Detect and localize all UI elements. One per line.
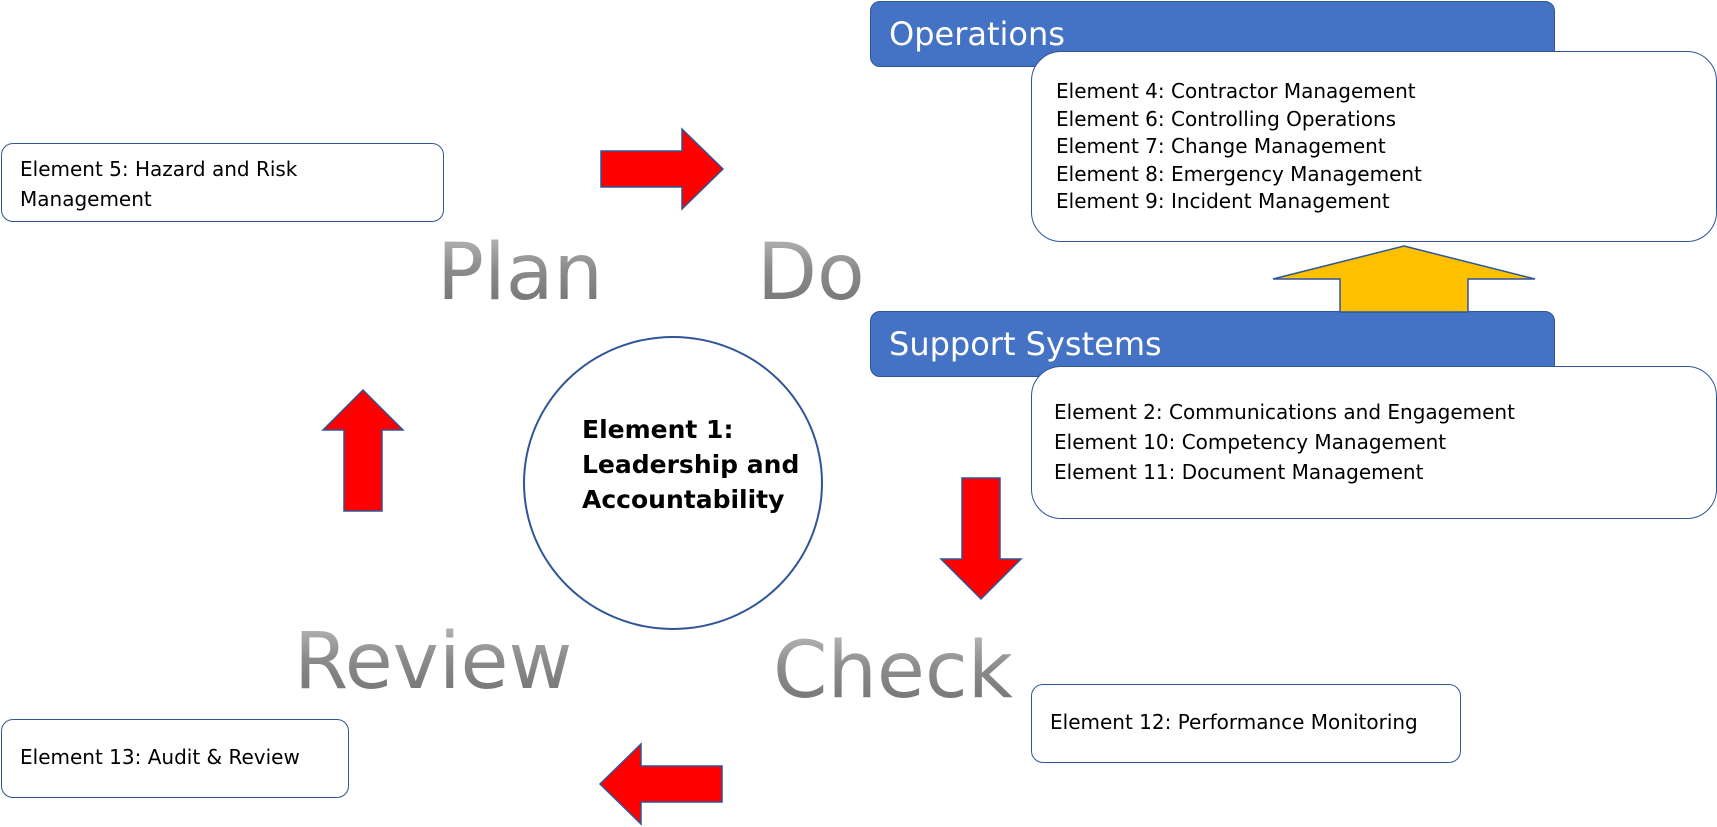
arrow-down-shape	[939, 477, 1023, 601]
arrow-up-icon	[321, 388, 405, 512]
support-item: Element 10: Competency Management	[1054, 430, 1447, 454]
arrow-left-icon	[598, 742, 723, 826]
operations-item: Element 7: Change Management	[1056, 134, 1386, 158]
hazard-risk-box: Element 5: Hazard and Risk Management	[1, 143, 444, 222]
audit-review-label: Element 13: Audit & Review	[20, 745, 300, 769]
support-to-operations-arrow-icon	[1272, 245, 1536, 313]
operations-item: Element 8: Emergency Management	[1056, 161, 1422, 186]
operations-item: Element 6: Controlling Operations	[1056, 106, 1397, 131]
support-arrow-shape	[1272, 245, 1536, 313]
arrow-down-icon	[939, 477, 1023, 601]
performance-monitoring-label: Element 12: Performance Monitoring	[1050, 710, 1418, 734]
hazard-risk-label: Element 5: Hazard and Risk Management	[20, 157, 298, 211]
arrow-left-shape	[598, 742, 723, 826]
operations-item: Element 9: Incident Management	[1056, 189, 1390, 213]
support-systems-box: Element 2: Communications and Engagement…	[1031, 366, 1717, 519]
arrow-right-shape	[600, 127, 725, 211]
operations-item: Element 4: Contractor Management	[1056, 79, 1416, 103]
support-systems-header-label: Support Systems	[889, 325, 1162, 363]
support-item: Element 11: Document Management	[1054, 460, 1424, 484]
operations-header-label: Operations	[889, 15, 1065, 53]
phase-do: Do	[757, 228, 865, 318]
leadership-label: Element 1: Leadership and Accountability	[582, 415, 800, 514]
performance-monitoring-box: Element 12: Performance Monitoring	[1031, 684, 1461, 763]
phase-review: Review	[294, 617, 573, 707]
leadership-circle	[523, 336, 823, 630]
support-item: Element 2: Communications and Engagement	[1054, 400, 1515, 424]
operations-box: Element 4: Contractor Management Element…	[1031, 51, 1717, 242]
arrow-up-shape	[321, 388, 405, 512]
audit-review-box: Element 13: Audit & Review	[1, 719, 349, 798]
arrow-right-icon	[600, 127, 725, 211]
phase-check: Check	[773, 626, 1013, 716]
phase-plan: Plan	[437, 228, 603, 318]
